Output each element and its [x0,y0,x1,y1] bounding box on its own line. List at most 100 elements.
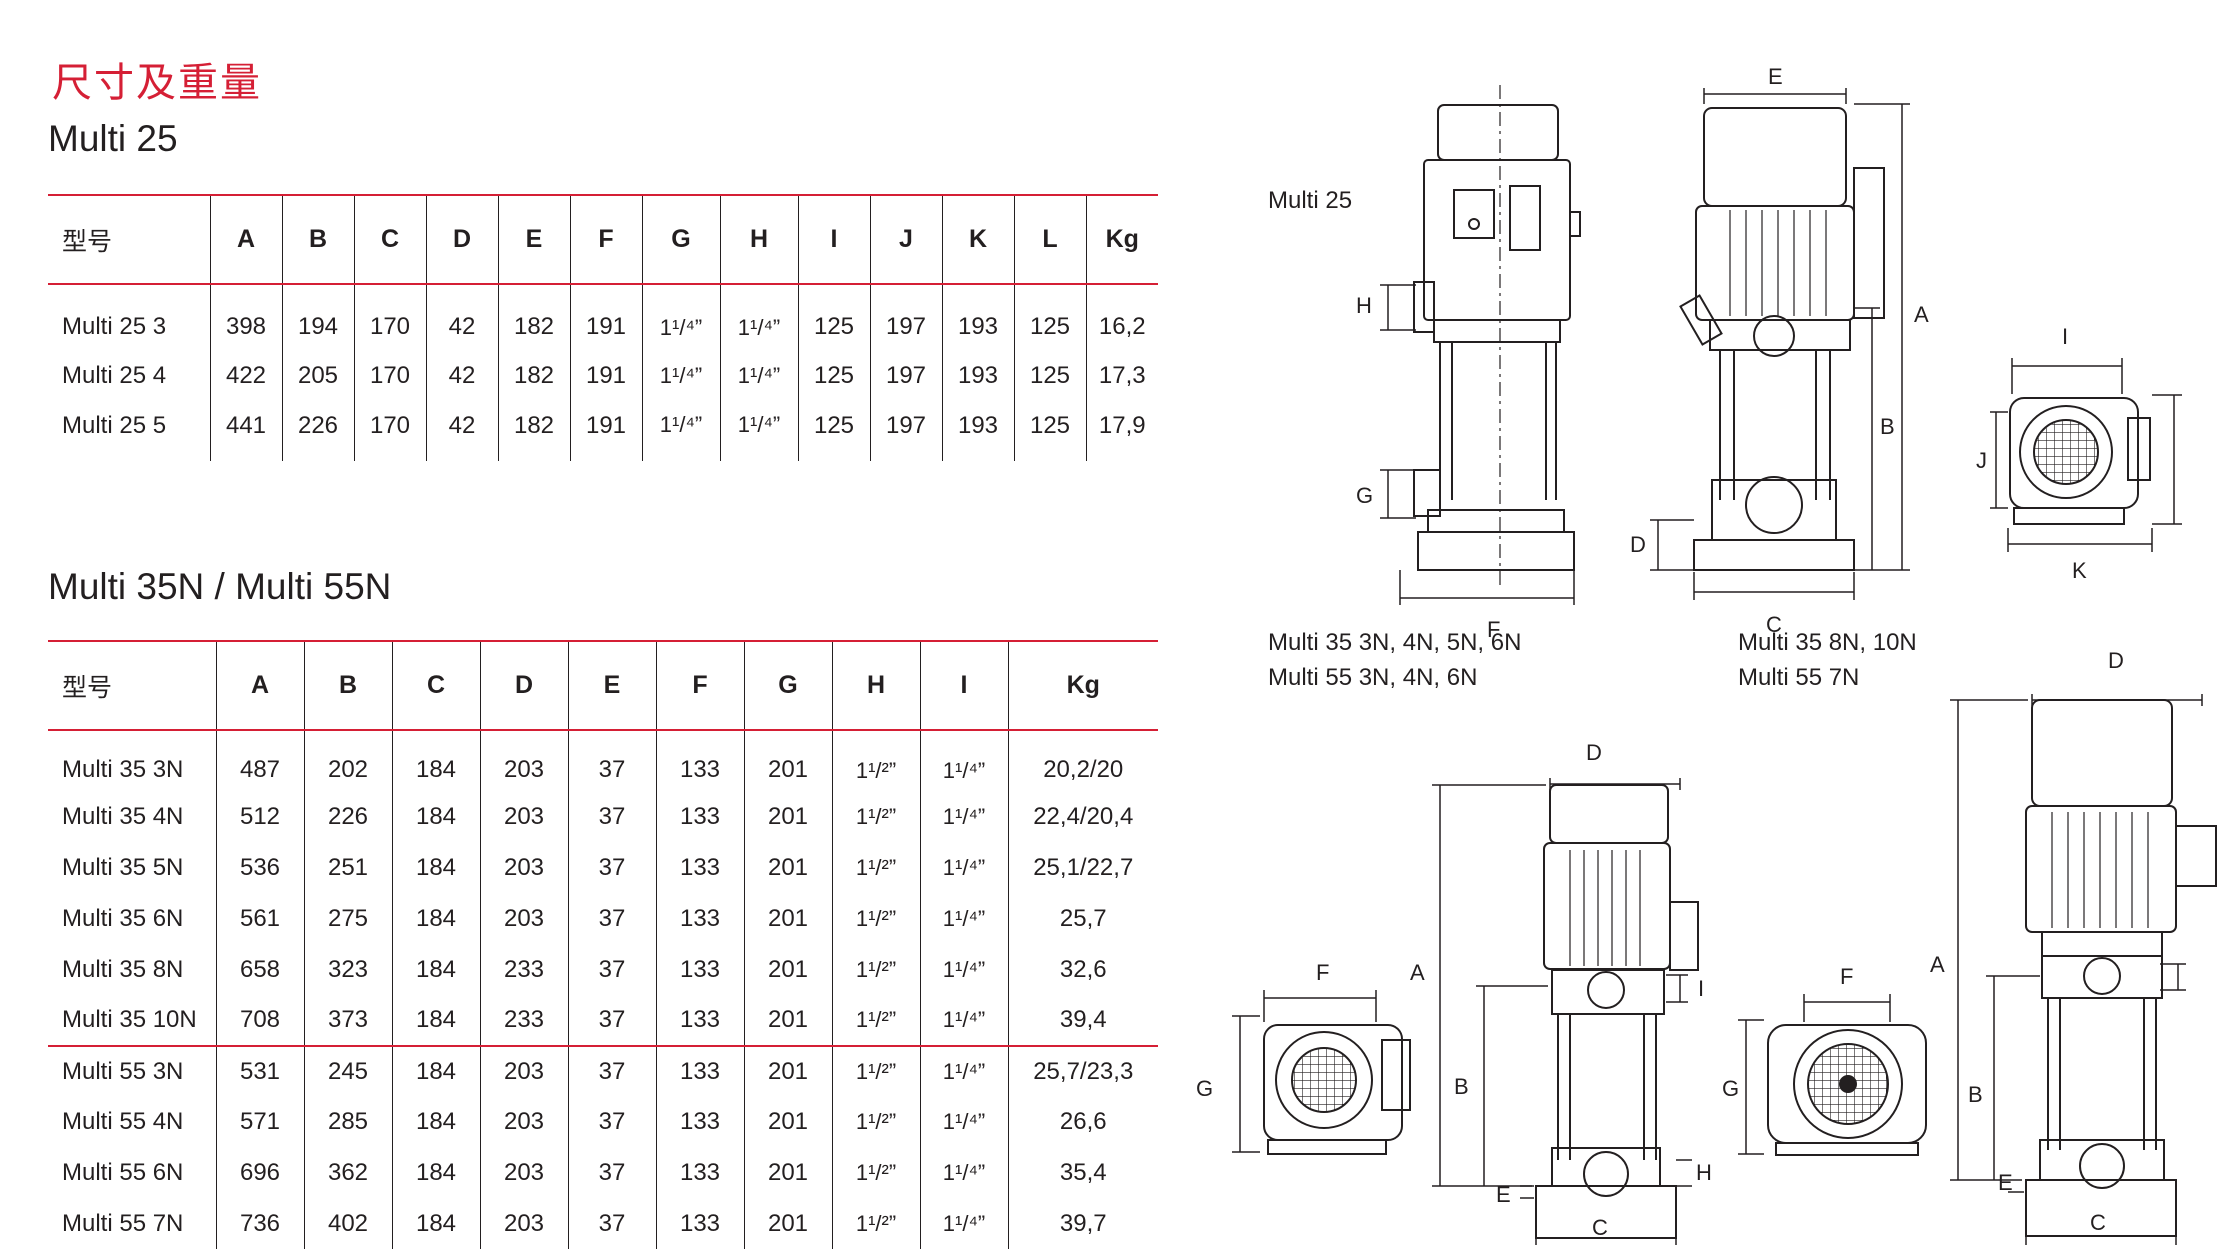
cell-b: 323 [303,944,392,996]
cell-c: 184 [391,995,480,1046]
cell-c: 184 [391,1198,480,1250]
cell-c: 184 [391,1096,480,1148]
table2-title: Multi 35N / Multi 55N [48,566,392,607]
cell-h: 1¹/²” [831,944,920,996]
cell-i: 1¹/⁴” [919,893,1008,945]
cell-k: 193 [941,401,1014,461]
multi35-large-caption-2: Multi 55 7N [1738,664,1859,691]
cell-f: 133 [655,944,744,996]
header-kg: Kg [1085,195,1158,284]
cell-h: 1¹/²” [831,1044,920,1097]
table-row: Multi 55 4N 571 285 184 203 37 133 201 1… [48,1096,1158,1148]
cell-h: 1¹/²” [831,1147,920,1199]
cell-a: 561 [215,893,304,945]
multi35-large-dim-d: D [2108,648,2124,673]
cell-model: Multi 55 7N [62,1209,184,1237]
cell-a: 696 [215,1147,304,1199]
cell-e: 37 [567,1147,656,1199]
table-header-row: 型号 A B C D E F G H I Kg [48,641,1158,730]
cell-a: 736 [215,1198,304,1250]
cell-f: 133 [655,1096,744,1148]
table-header-row: 型号 A B C D E F G H I J K L Kg [48,195,1158,284]
cell-a: 658 [215,944,304,996]
cell-d: 203 [479,893,568,945]
cell-f: 133 [655,995,744,1046]
cell-l: 125 [1013,284,1086,350]
cell-kg: 32,6 [1007,944,1158,996]
cell-h: 1¹/²” [831,730,920,792]
cell-c: 184 [391,944,480,996]
cell-j: 197 [869,350,942,401]
cell-model: Multi 35 5N [62,854,184,882]
cell-e: 37 [567,1198,656,1250]
header-j: J [869,195,942,284]
header-model: 型号 [62,227,113,256]
header-d: D [479,641,568,730]
header-c: C [353,195,426,284]
table-row: Multi 25 5 441 226 170 42 182 191 1¹/⁴” … [48,401,1158,461]
cell-h: 1¹/⁴” [719,284,798,350]
cell-f: 133 [655,893,744,945]
table-row: Multi 35 6N 561 275 184 203 37 133 201 1… [48,893,1158,945]
header-e: E [497,195,570,284]
cell-a: 512 [215,792,304,843]
cell-b: 205 [281,350,354,401]
cell-model: Multi 55 6N [62,1158,184,1186]
multi35-55-spec-table: 型号 A B C D E F G H I Kg Multi 35 3N 487 … [48,640,1158,1250]
cell-b: 373 [303,995,392,1046]
cell-b: 226 [303,792,392,843]
multi35-small-dim-h: H [1696,1160,1712,1185]
cell-f: 191 [569,350,642,401]
multi35-small-dim-i: I [1698,976,1704,1001]
cell-kg: 20,2/20 [1007,730,1158,792]
cell-j: 197 [869,401,942,461]
header-model: 型号 [62,673,113,702]
header-a: A [215,641,304,730]
cell-c: 184 [391,730,480,792]
cell-e: 37 [567,1044,656,1097]
header-a: A [209,195,282,284]
cell-d: 42 [425,350,498,401]
table-row: Multi 35 8N 658 323 184 233 37 133 201 1… [48,944,1158,996]
cell-b: 275 [303,893,392,945]
cell-a: 441 [209,401,282,461]
cell-c: 170 [353,284,426,350]
multi35-large-dim-a: A [1930,952,1945,977]
cell-g: 201 [743,792,832,843]
multi35-small-dim-d: D [1586,740,1602,765]
cell-h: 1¹/⁴” [719,350,798,401]
cell-d: 203 [479,1044,568,1097]
header-i: I [797,195,870,284]
cell-g: 201 [743,1096,832,1148]
header-h: H [719,195,798,284]
multi35-small-dim-f: F [1316,960,1329,985]
multi35-small-dim-b: B [1454,1074,1469,1099]
cell-model: Multi 25 3 [62,313,167,340]
cell-f: 133 [655,1147,744,1199]
header-k: K [941,195,1014,284]
cell-i: 1¹/⁴” [919,1147,1008,1199]
cell-e: 182 [497,284,570,350]
cell-d: 203 [479,730,568,792]
cell-i: 125 [797,350,870,401]
cell-a: 487 [215,730,304,792]
cell-i: 125 [797,401,870,461]
cell-h: 1¹/²” [831,893,920,945]
cell-model: Multi 35 3N [62,756,184,783]
header-b: B [281,195,354,284]
cell-d: 203 [479,792,568,843]
cell-h: 1¹/²” [831,995,920,1046]
table-row: Multi 35 10N 708 373 184 233 37 133 201 … [48,995,1158,1046]
cell-model: Multi 35 4N [62,803,184,831]
table-row: Multi 25 3 398 194 170 42 182 191 1¹/⁴” … [48,284,1158,350]
cell-f: 133 [655,1044,744,1097]
table-row: Multi 35 5N 536 251 184 203 37 133 201 1… [48,842,1158,894]
cell-e: 182 [497,350,570,401]
multi35-large-dim-b: B [1968,1082,1983,1107]
cell-d: 203 [479,1147,568,1199]
cell-c: 184 [391,1147,480,1199]
multi35-small-dim-c: C [1592,1215,1608,1240]
cell-b: 245 [303,1044,392,1097]
cell-a: 536 [215,842,304,894]
multi25-caption: Multi 25 [1268,187,1352,214]
